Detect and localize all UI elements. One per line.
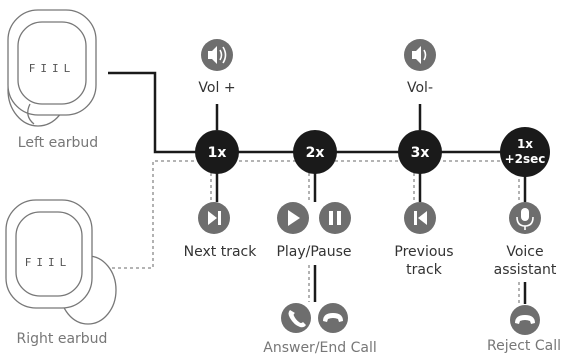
left-earbud-label: Left earbud [18,135,98,151]
hold-node: 1x +2sec [500,127,550,177]
previous-track-label-line1: Previous [394,244,453,260]
volume-up-icon [201,39,233,71]
right-earbud-label: Right earbud [17,331,108,347]
svg-text:+2sec: +2sec [505,152,546,166]
svg-text:1x: 1x [517,137,533,151]
phone-icon [281,303,311,333]
svg-text:3x: 3x [411,145,430,161]
pause-icon [319,202,351,234]
answer-end-call-label: Answer/End Call [263,340,376,356]
svg-text:2x: 2x [306,145,325,161]
left-earbud-image [7,9,97,127]
microphone-icon [509,202,541,234]
right-earbud-connector [70,160,530,269]
previous-track-label-line2: track [406,262,443,278]
right-earbud-image [5,199,117,325]
tap-1x-node: 1x [195,130,239,174]
left-earbud-brand: FIIL [29,62,76,75]
tap-3x-node: 3x [398,130,442,174]
play-icon [277,202,309,234]
voice-assistant-label-line1: Voice [506,244,543,260]
hang-up-icon [318,303,348,333]
vol-up-label: Vol + [198,80,235,96]
right-earbud-brand: FIIL [25,256,72,269]
previous-track-icon [404,202,436,234]
play-pause-label: Play/Pause [276,244,351,260]
left-earbud-connector [108,71,530,154]
next-track-icon [198,202,230,234]
reject-call-hang-up-icon [510,305,540,335]
voice-assistant-label-line2: assistant [494,262,557,278]
reject-call-label: Reject Call [487,338,561,354]
svg-text:1x: 1x [208,145,227,161]
volume-down-icon [404,39,436,71]
next-track-label: Next track [184,244,258,260]
tap-2x-node: 2x [293,130,337,174]
vol-down-label: Vol- [407,80,433,96]
